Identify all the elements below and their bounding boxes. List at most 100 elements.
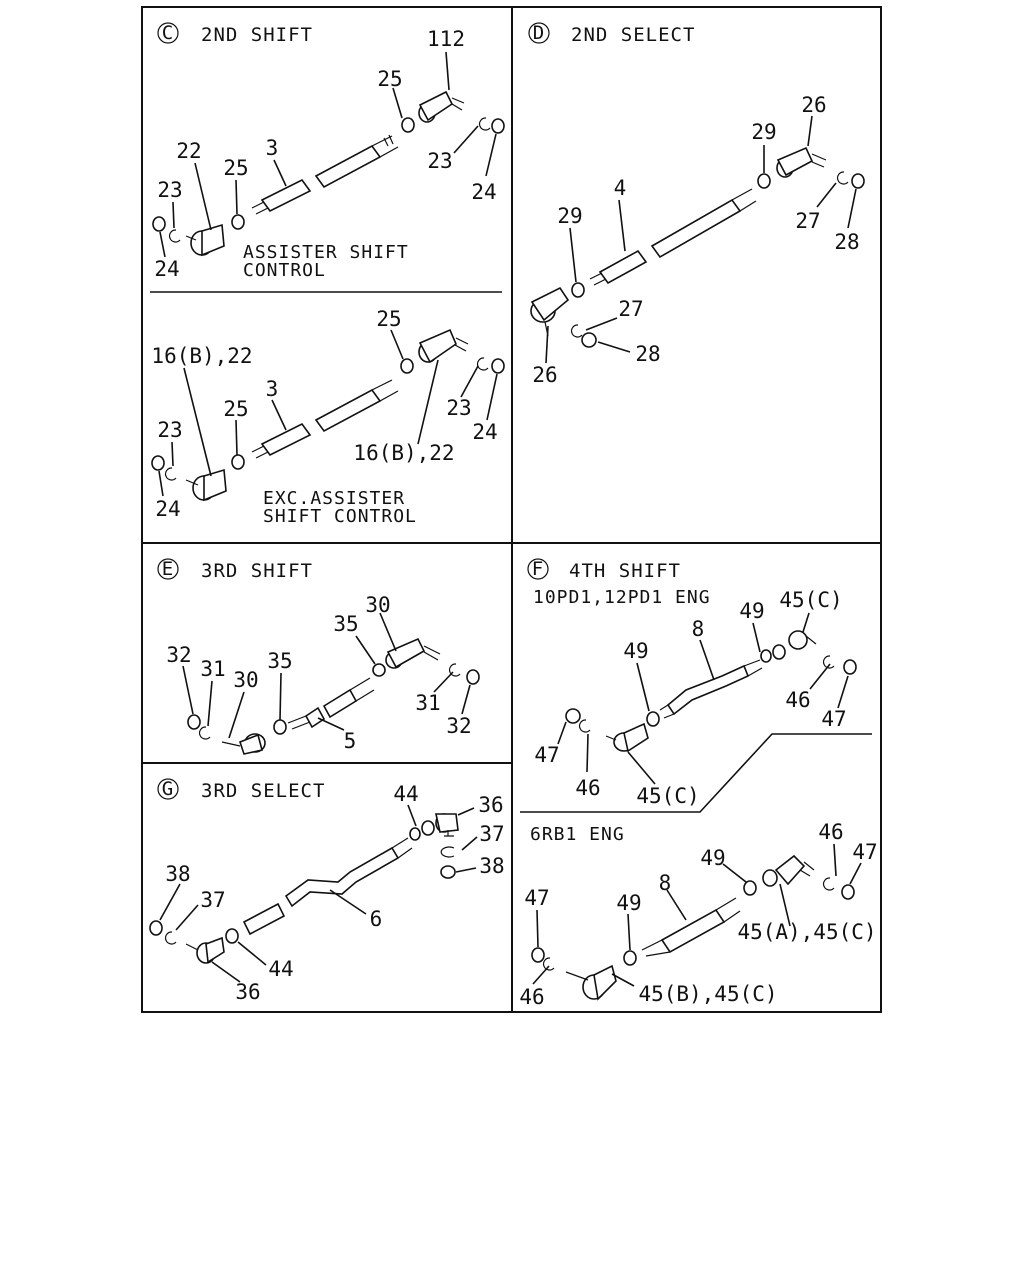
clip-31-right: [448, 663, 461, 677]
label-47: 47: [524, 886, 549, 910]
label-24: 24: [155, 497, 180, 521]
svg-text:C: C: [162, 22, 174, 44]
panel-f-title: 4TH SHIFT: [569, 560, 681, 582]
end-16b-22-left: [185, 468, 227, 502]
label-16b-22: 16(B),22: [353, 441, 454, 465]
nut-49-left-bottom: [623, 950, 637, 966]
label-3: 3: [266, 377, 279, 401]
rod-8-bent: [659, 659, 763, 719]
label-4: 4: [614, 176, 627, 200]
nut-49-left-top: [646, 711, 660, 727]
panel-f-badge: F: [527, 558, 549, 580]
rod-6-bent: [242, 837, 413, 936]
label-31: 31: [415, 691, 440, 715]
clip-46-left-bottom: [542, 957, 555, 971]
clip-23-top: [478, 117, 491, 131]
panel-g-badge: G: [157, 778, 179, 800]
nut-38-left: [149, 920, 163, 936]
nut-47-left-top: [565, 708, 581, 724]
rod-3-bottom: [251, 379, 399, 459]
rod-3-top: [251, 134, 399, 215]
label-8: 8: [692, 617, 705, 641]
label-47: 47: [534, 743, 559, 767]
nut-32-left: [187, 714, 201, 730]
label-25: 25: [376, 307, 401, 331]
note-assister-shift: ASSISTER SHIFT: [243, 242, 409, 263]
nut-35-right: [372, 663, 386, 677]
label-28: 28: [834, 230, 859, 254]
note-shift-control: SHIFT CONTROL: [263, 506, 417, 527]
panel-e-title: 3RD SHIFT: [201, 560, 313, 582]
label-45c: 45(C): [636, 784, 699, 808]
nut-24-left-bottom: [151, 455, 165, 471]
label-46: 46: [785, 688, 810, 712]
nut-49b-right-top: [760, 649, 772, 663]
label-38: 38: [479, 854, 504, 878]
panel-e-badge: E: [157, 558, 179, 580]
label-28: 28: [635, 342, 660, 366]
svg-text:D: D: [533, 22, 545, 44]
nut-24-bottom: [491, 358, 505, 374]
label-27: 27: [618, 297, 643, 321]
rod-8-straight: [641, 897, 741, 957]
label-30: 30: [233, 668, 258, 692]
end-22: [185, 223, 225, 257]
nut-47-left-bottom: [531, 947, 545, 963]
label-46: 46: [818, 820, 843, 844]
end-30-right: [385, 637, 441, 669]
panel-d-title: 2ND SELECT: [571, 24, 695, 46]
panel-d-2nd-select: D 2ND SELECT: [528, 22, 865, 387]
label-5: 5: [344, 729, 357, 753]
rod-5: [287, 677, 375, 730]
divider-f-split: [520, 733, 872, 813]
nut-25-bottom: [400, 358, 414, 374]
note-exc-assister: EXC.ASSISTER: [263, 488, 405, 509]
label-26: 26: [532, 363, 557, 387]
clip-37-right: [440, 846, 455, 858]
label-44: 44: [393, 782, 418, 806]
label-45a-45c: 45(A),45(C): [737, 920, 876, 944]
panel-f-4th-shift: F 4TH SHIFT 10PD1,12PD1 ENG: [519, 558, 877, 1009]
nut-29-right: [757, 173, 771, 189]
nut-44-right: [421, 820, 435, 836]
nut-24-left-top: [152, 216, 166, 232]
label-23: 23: [446, 396, 471, 420]
end-16b-22-right: [418, 328, 469, 364]
label-25: 25: [223, 397, 248, 421]
label-6: 6: [370, 907, 383, 931]
nut-29-left: [571, 282, 585, 298]
label-3: 3: [266, 136, 279, 160]
label-112: 112: [427, 27, 465, 51]
label-26: 26: [801, 93, 826, 117]
clip-46-right-bottom: [822, 877, 835, 891]
label-30: 30: [365, 593, 390, 617]
label-8: 8: [659, 871, 672, 895]
label-31: 31: [200, 657, 225, 681]
nut-49-right-top: [772, 644, 786, 660]
label-29: 29: [751, 120, 776, 144]
panel-e-3rd-shift: E 3RD SHIFT: [157, 558, 480, 755]
end-36-right: [435, 813, 459, 837]
nut-24-top: [491, 118, 505, 134]
label-47: 47: [821, 707, 846, 731]
label-35: 35: [333, 612, 358, 636]
end-36-left: [185, 936, 225, 964]
nut-44-left: [225, 928, 239, 944]
label-47: 47: [852, 840, 877, 864]
clip-46-right-top: [822, 655, 835, 669]
end-45a-45c: [762, 854, 815, 887]
label-24: 24: [471, 180, 496, 204]
label-45b-45c: 45(B),45(C): [638, 982, 777, 1006]
label-37: 37: [200, 888, 225, 912]
clip-23-left-bottom: [164, 467, 177, 481]
rod-4: [589, 188, 757, 286]
clip-46-left-top: [578, 719, 591, 733]
label-32: 32: [166, 643, 191, 667]
clip-31-left: [198, 726, 211, 740]
nut-35-left: [273, 719, 287, 735]
label-36: 36: [235, 980, 260, 1004]
panel-d-badge: D: [528, 22, 550, 44]
nut-25-left-top: [231, 214, 245, 230]
label-23: 23: [157, 178, 182, 202]
